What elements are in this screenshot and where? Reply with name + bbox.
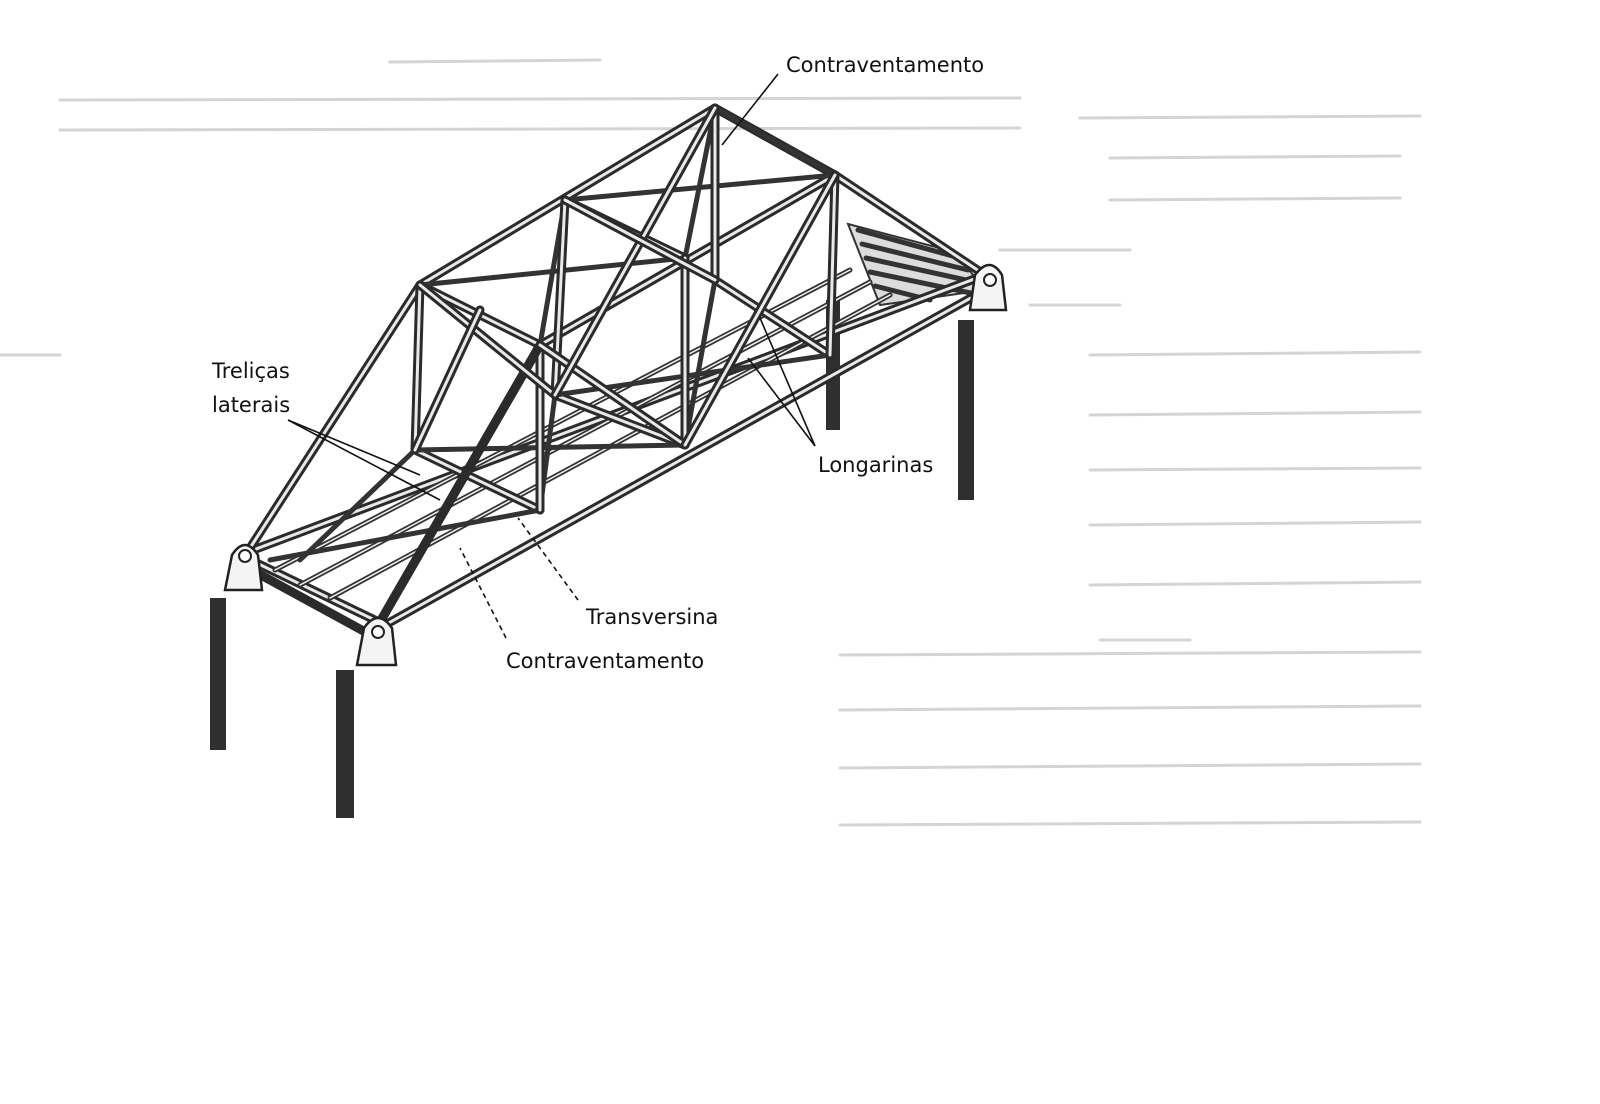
top-bracing: [417, 105, 838, 348]
bearings: [223, 263, 1008, 667]
background-ghost-text: [0, 58, 1422, 827]
vertical-members: [410, 103, 840, 515]
floor-beams: [410, 275, 835, 515]
label-transversina: Transversina: [585, 605, 718, 629]
leader-lines: [287, 73, 816, 639]
side-truss-diagonals: [375, 103, 840, 627]
label-contraventamento-bottom: Contraventamento: [506, 649, 704, 673]
label-trelicas-line1: Treliças: [211, 359, 290, 383]
label-longarinas: Longarinas: [818, 453, 933, 477]
label-contraventamento-top: Contraventamento: [786, 53, 984, 77]
label-trelicas-line2: laterais: [212, 393, 290, 417]
